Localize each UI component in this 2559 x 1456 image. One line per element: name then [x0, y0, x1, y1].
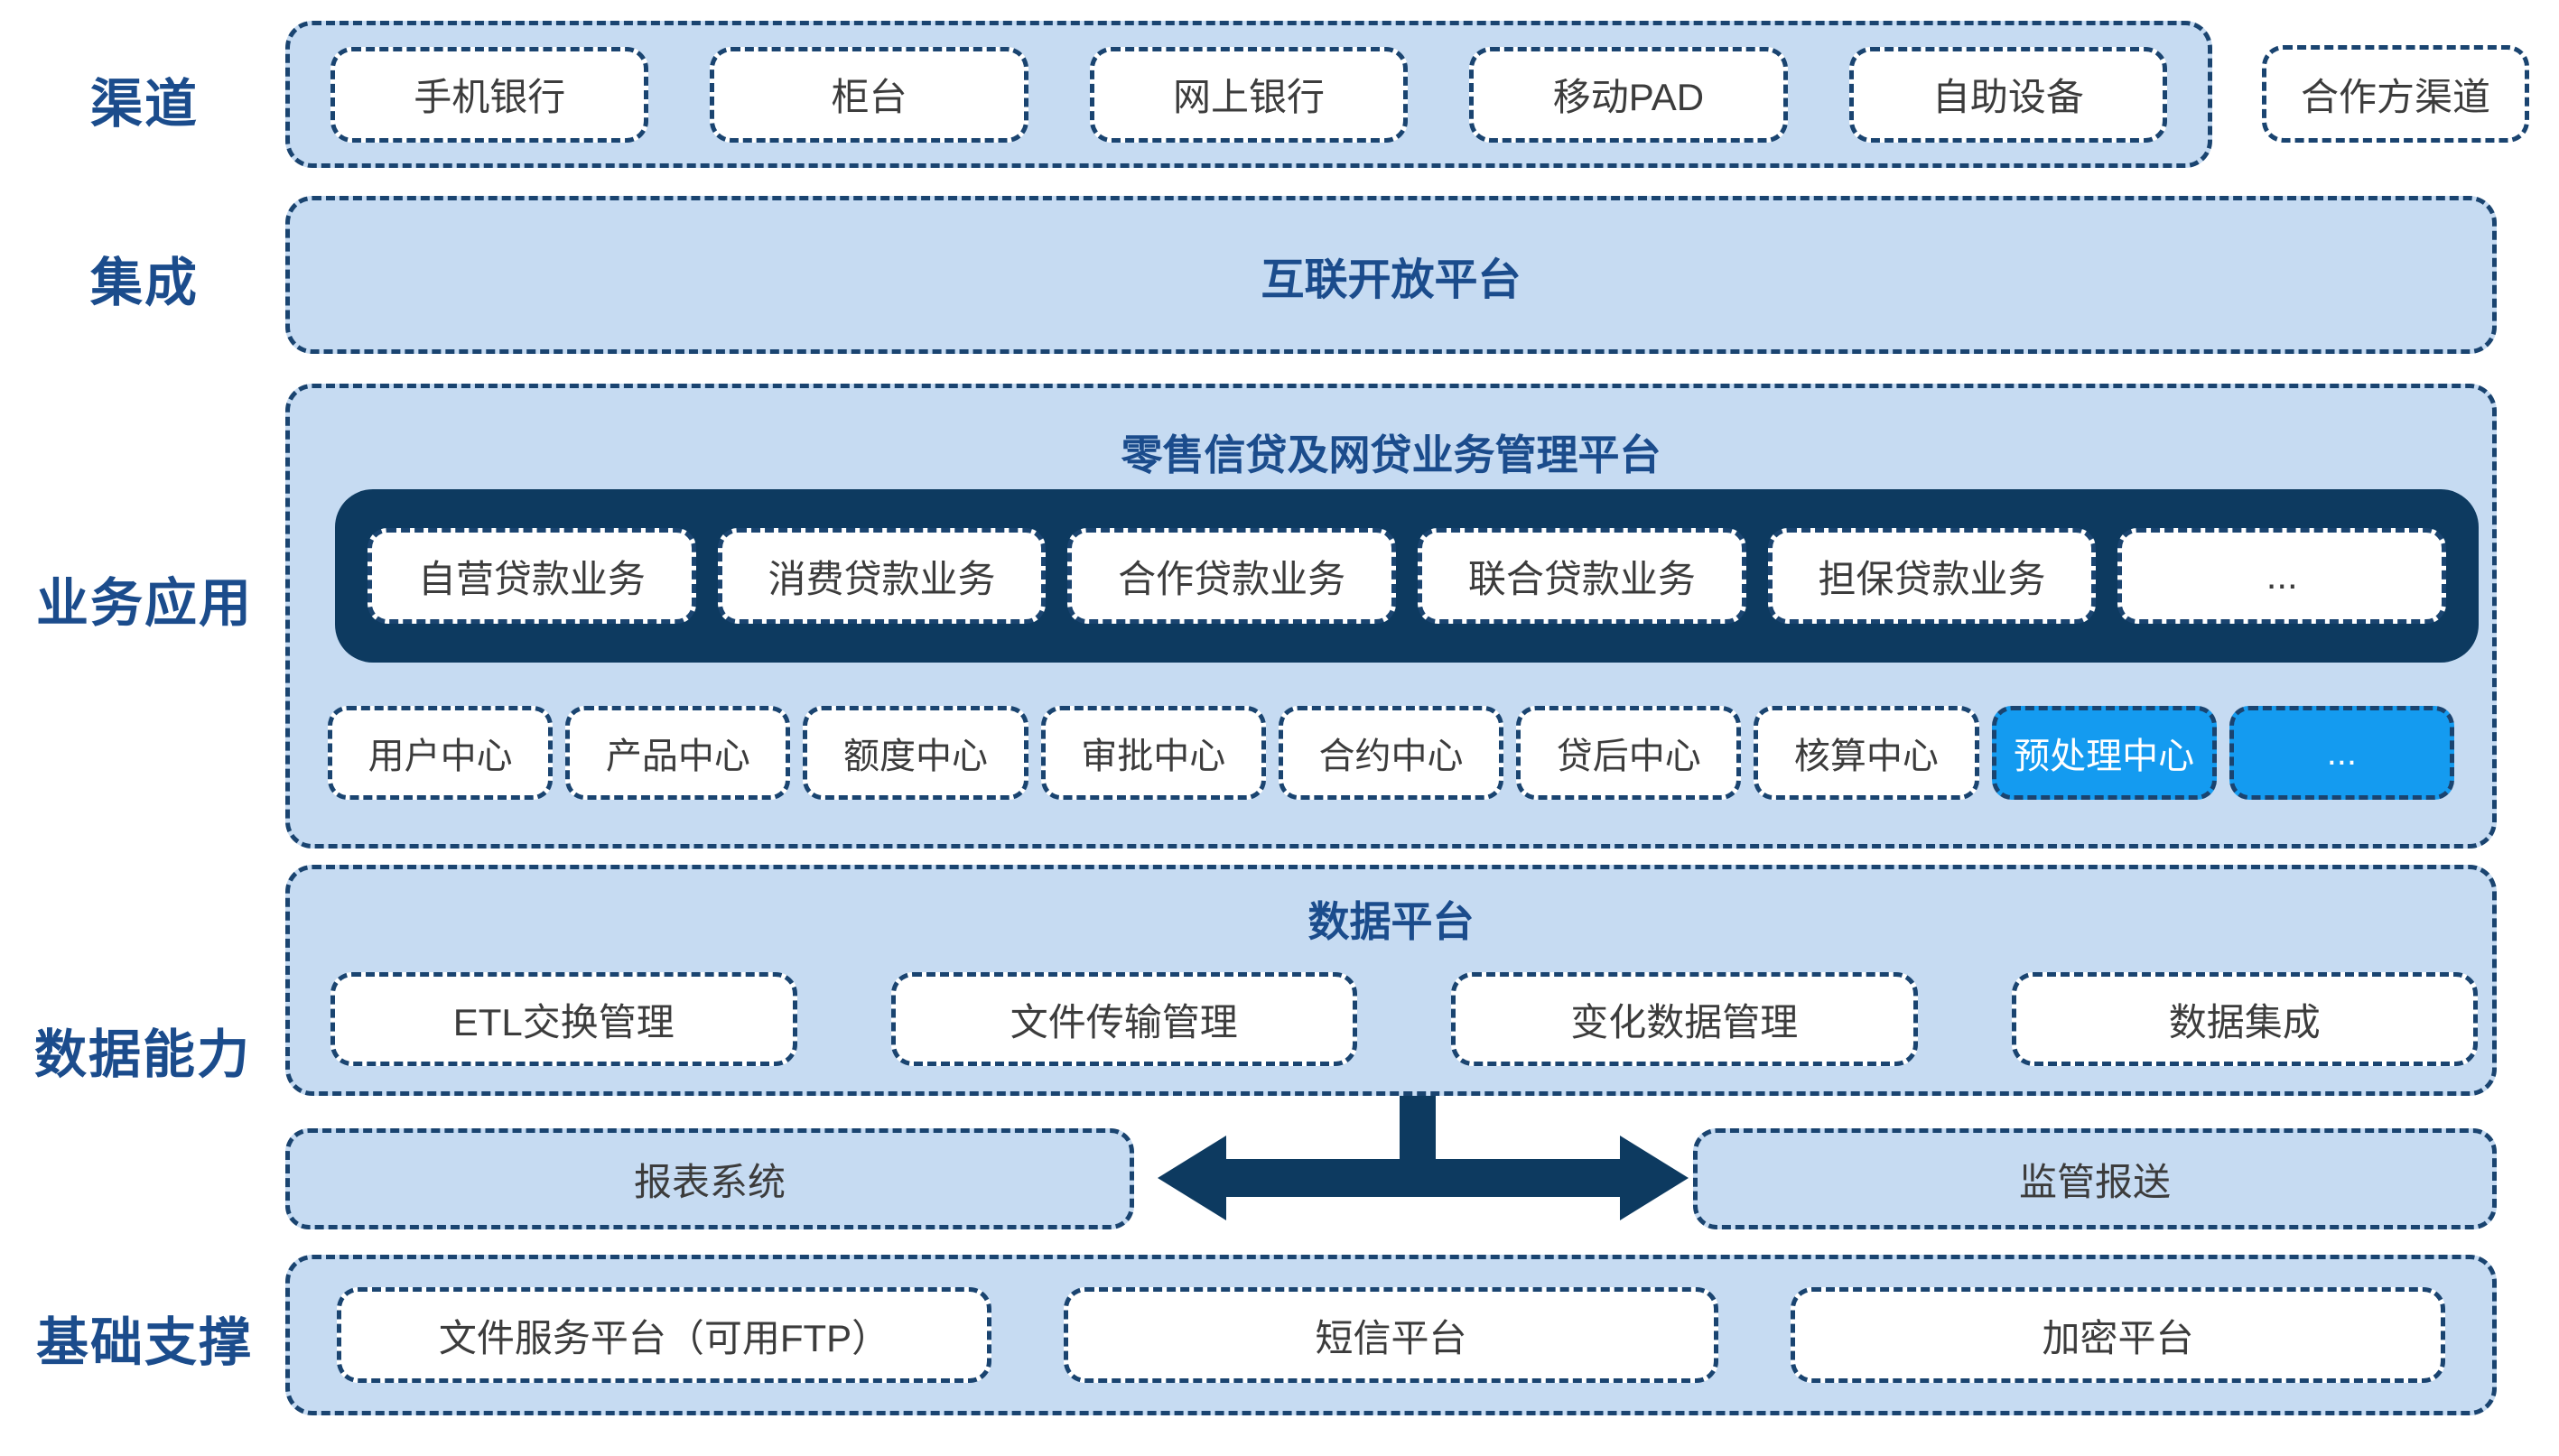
- channel-box-partner: 合作方渠道: [2262, 45, 2529, 143]
- integration-platform-title: 互联开放平台: [1261, 255, 1521, 304]
- rail-label-business: 业务应用: [35, 574, 254, 633]
- loan-box-guaranteed: 担保贷款业务: [1767, 528, 2097, 624]
- foundation-box-file-service: 文件服务平台（可用FTP）: [337, 1287, 991, 1383]
- bidirectional-arrow: [1158, 1096, 1689, 1220]
- channel-box-mobile-pad: 移动PAD: [1469, 46, 1788, 143]
- center-box-user: 用户中心: [328, 706, 554, 800]
- center-box-contract: 合约中心: [1278, 706, 1504, 800]
- foundation-container: 文件服务平台（可用FTP） 短信平台 加密平台: [285, 1255, 2497, 1415]
- integration-container: 互联开放平台: [285, 196, 2497, 354]
- rail-label-channels: 渠道: [89, 75, 200, 134]
- data-boxes-row: ETL交换管理 文件传输管理 变化数据管理 数据集成: [330, 972, 2478, 1066]
- center-box-preprocessing: 预处理中心: [1991, 706, 2217, 800]
- loan-box-self-operated: 自营贷款业务: [368, 528, 696, 624]
- business-container: 零售信贷及网贷业务管理平台 自营贷款业务 消费贷款业务 合作贷款业务 联合贷款业…: [285, 384, 2497, 849]
- loan-box-cooperative: 合作贷款业务: [1067, 528, 1397, 624]
- center-box-product: 产品中心: [565, 706, 791, 800]
- centers-row: 用户中心 产品中心 额度中心 审批中心 合约中心 贷后中心 核算中心 预处理中心…: [328, 706, 2454, 800]
- foundation-box-sms: 短信平台: [1064, 1287, 1718, 1383]
- rail-label-foundation: 基础支撑: [35, 1313, 254, 1372]
- business-platform-title: 零售信贷及网贷业务管理平台: [1121, 431, 1661, 478]
- rail-label-data: 数据能力: [33, 1025, 252, 1084]
- rail-label-integration: 集成: [89, 254, 200, 312]
- loan-box-consumer: 消费贷款业务: [717, 528, 1047, 624]
- data-box-integration: 数据集成: [2011, 972, 2478, 1066]
- report-system-box: 报表系统: [285, 1128, 1134, 1229]
- regulatory-reporting-box: 监管报送: [1693, 1128, 2497, 1229]
- channels-container: 手机银行 柜台 网上银行 移动PAD 自助设备: [285, 21, 2212, 168]
- data-box-change-data: 变化数据管理: [1451, 972, 1918, 1066]
- data-platform-title: 数据平台: [1307, 898, 1475, 945]
- center-box-quota: 额度中心: [803, 706, 1028, 800]
- center-box-more: ...: [2229, 706, 2454, 800]
- foundation-box-encryption: 加密平台: [1791, 1287, 2445, 1383]
- center-box-accounting: 核算中心: [1754, 706, 1979, 800]
- channel-box-mobile-banking: 手机银行: [330, 46, 649, 143]
- data-box-etl: ETL交换管理: [330, 972, 797, 1066]
- data-platform-container: 数据平台 ETL交换管理 文件传输管理 变化数据管理 数据集成: [285, 865, 2497, 1096]
- center-box-post-loan: 贷后中心: [1516, 706, 1742, 800]
- loan-box-more: ...: [2117, 528, 2447, 624]
- center-box-approval: 审批中心: [1040, 706, 1266, 800]
- loan-business-panel: 自营贷款业务 消费贷款业务 合作贷款业务 联合贷款业务 担保贷款业务 ...: [335, 489, 2479, 663]
- channel-box-online-banking: 网上银行: [1089, 46, 1409, 143]
- channel-box-self-service: 自助设备: [1848, 46, 2168, 143]
- data-box-file-transfer: 文件传输管理: [890, 972, 1357, 1066]
- channel-box-counter: 柜台: [710, 46, 1028, 143]
- loan-box-joint: 联合贷款业务: [1418, 528, 1746, 624]
